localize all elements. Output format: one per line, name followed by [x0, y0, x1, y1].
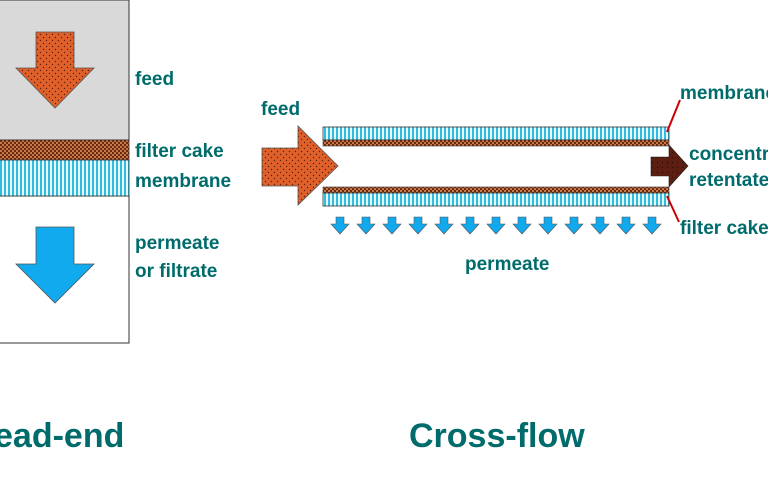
dead-end-filter-cake-label: filter cake [135, 141, 224, 162]
dead-end-feed-label: feed [135, 69, 175, 90]
cross-flow-title: Cross-flow [409, 417, 585, 455]
permeate-small-arrow [564, 216, 584, 235]
dead-end-membrane-label: membrane [135, 171, 232, 192]
dead-end-feed-arrow [15, 31, 95, 109]
concentrate-arrow [650, 144, 689, 188]
cross-flow-filter-cake-label: filter cake [680, 218, 768, 239]
dead-end-filter-cake [0, 139, 130, 161]
permeate-small-arrow [460, 216, 480, 235]
dead-end-permeate-label: permeate [135, 233, 220, 254]
dead-end-membrane [0, 159, 130, 197]
permeate-small-arrow [408, 216, 428, 235]
cross-flow-permeate-label: permeate [465, 254, 550, 275]
cross-flow-top-membrane [322, 126, 670, 141]
dead-end-permeate-arrow [15, 226, 95, 304]
dead-end-title: ead-end [0, 417, 125, 455]
permeate-small-arrow [538, 216, 558, 235]
retentate-label: retentate [689, 170, 768, 191]
cross-flow-bottom-filter-cake [322, 186, 670, 194]
membrane-callout-line [666, 99, 681, 133]
filter-cake-callout-line [666, 195, 680, 223]
cross-flow-membrane-label: membrane [680, 83, 768, 104]
dead-end-filtrate-label: or filtrate [135, 261, 218, 282]
permeate-small-arrow [512, 216, 532, 235]
cross-flow-feed-label: feed [261, 99, 301, 120]
permeate-small-arrow [486, 216, 506, 235]
concentrate-label: concentr [689, 144, 768, 165]
cross-flow-feed-arrow [261, 125, 339, 206]
permeate-small-arrow [434, 216, 454, 235]
cross-flow-top-filter-cake [322, 139, 670, 147]
permeate-small-arrow [616, 216, 636, 235]
permeate-small-arrow [382, 216, 402, 235]
permeate-small-arrow [330, 216, 350, 235]
permeate-small-arrow [642, 216, 662, 235]
cross-flow-bottom-membrane [322, 192, 670, 207]
permeate-arrow-row [330, 216, 662, 235]
permeate-small-arrow [590, 216, 610, 235]
permeate-small-arrow [356, 216, 376, 235]
